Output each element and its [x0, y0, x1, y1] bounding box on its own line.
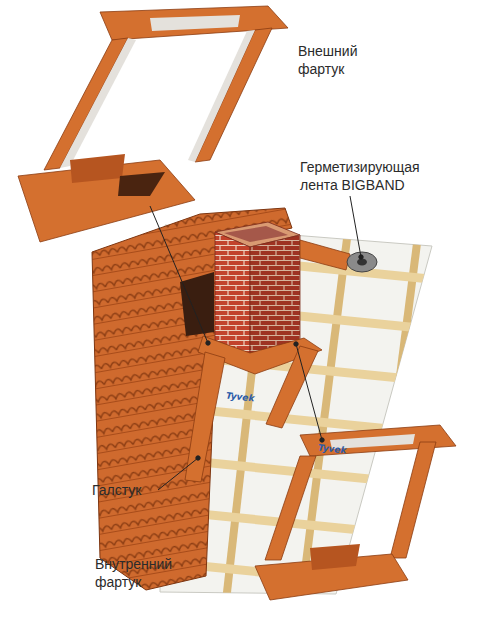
part-label: Герметизирующая лента BIGBAND	[300, 158, 440, 194]
part-label: Внутренний фартук	[95, 555, 195, 591]
part-label: Галстук	[92, 481, 162, 499]
part-label: Внешний фартук	[298, 42, 378, 78]
